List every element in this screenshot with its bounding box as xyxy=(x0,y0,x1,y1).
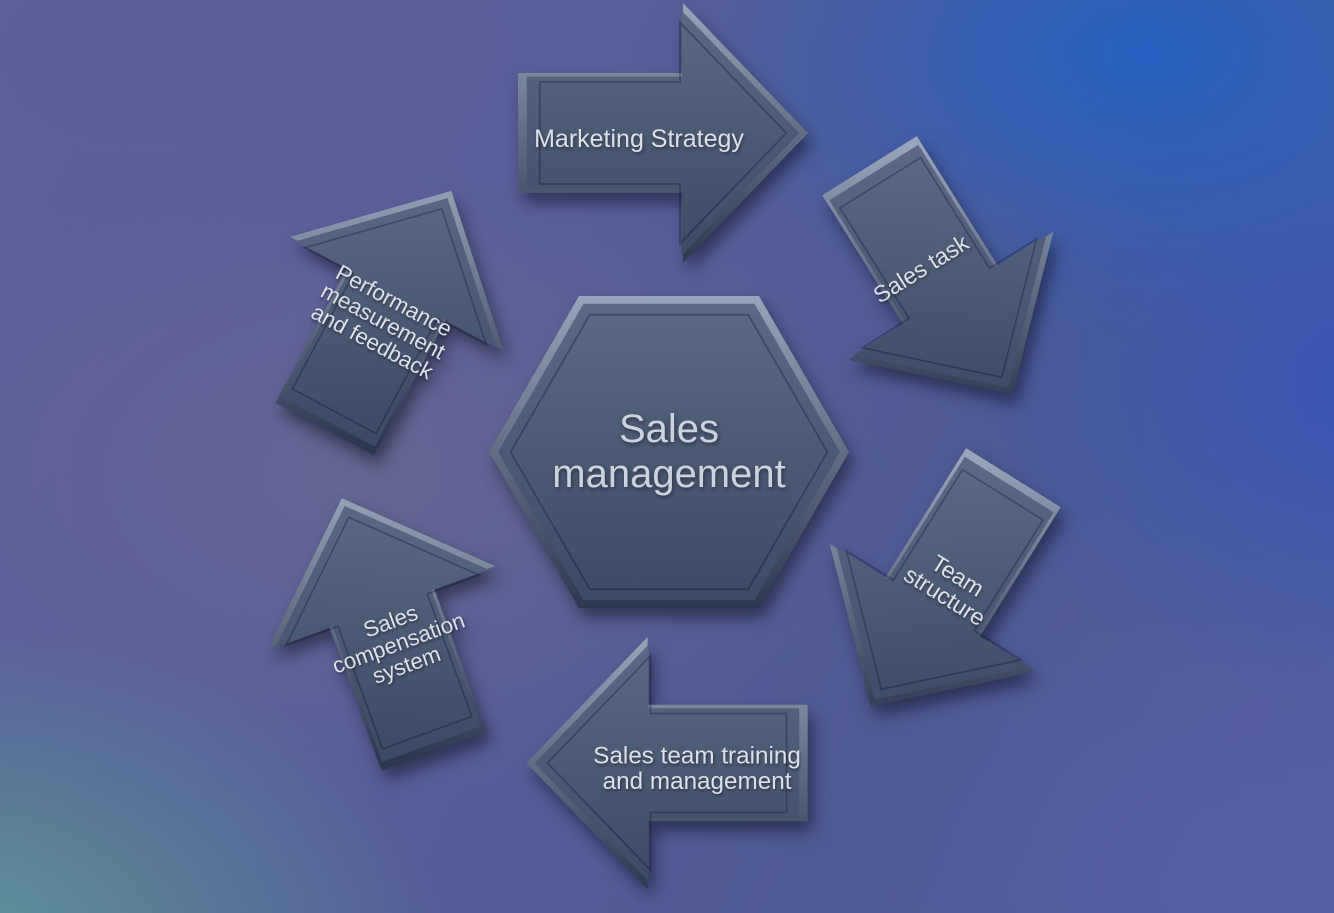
arrow-team-structure: Team structure xyxy=(797,448,1087,722)
block-arrow-shape xyxy=(275,190,504,456)
block-arrow-shape xyxy=(268,498,496,771)
center-label-sales-management: Sales management xyxy=(552,407,786,496)
hexagon-shape xyxy=(489,296,849,608)
arrow-label-sales-team-training: Sales team training and management xyxy=(593,742,801,796)
arrow-marketing-strategy: Marketing Strategy xyxy=(518,3,808,263)
arrow-performance-measurement: Performance measurement and feedback xyxy=(243,180,533,456)
arrow-sales-task: Sales task xyxy=(796,136,1086,410)
arrow-sales-compensation: Sales compensation system xyxy=(243,495,533,771)
block-arrow-shape xyxy=(518,3,808,263)
block-arrow-shape xyxy=(526,636,808,890)
center-hexagon-sales-management: Sales management xyxy=(489,296,849,608)
block-arrow-shape xyxy=(822,136,1054,395)
arrow-sales-team-training: Sales team training and management xyxy=(522,633,812,893)
arrow-label-marketing-strategy: Marketing Strategy xyxy=(534,124,744,153)
block-arrow-shape xyxy=(829,448,1061,707)
